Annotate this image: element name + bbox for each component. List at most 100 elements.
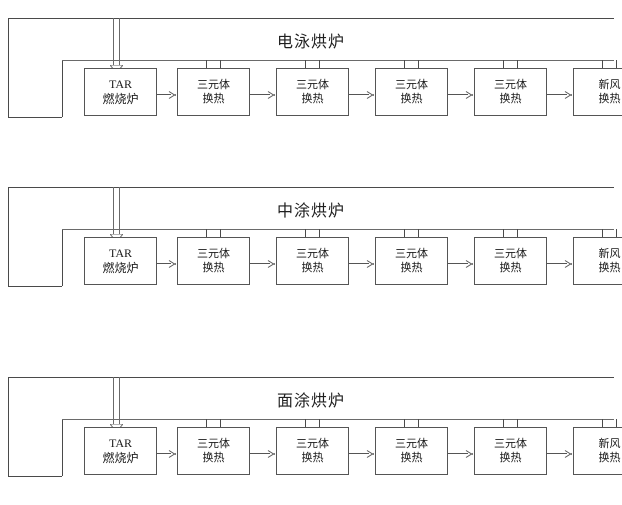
flow-arrow-icon — [367, 259, 374, 268]
unit-box-label-line: 三元体 — [494, 78, 527, 92]
unit-box-label-line: 三元体 — [296, 437, 329, 451]
unit-box-label-line: 三元体 — [395, 78, 428, 92]
oven-shell-top — [8, 377, 614, 378]
unit-box-label-line: 燃烧炉 — [102, 451, 139, 465]
unit-box-label-line: 换热 — [202, 451, 225, 464]
unit-box-ternary-exchanger-4[interactable]: 三元体换热 — [474, 68, 547, 116]
unit-box-label-line: 换热 — [499, 92, 522, 105]
unit-box-ternary-exchanger-3[interactable]: 三元体换热 — [375, 68, 448, 116]
unit-box-label-line: 换热 — [499, 451, 522, 464]
unit-box-label-line: 换热 — [400, 92, 423, 105]
flow-connector — [250, 263, 270, 264]
duct-stub — [205, 229, 207, 237]
flow-connector — [349, 263, 369, 264]
unit-box-label-line: TAR — [108, 436, 133, 450]
flow-arrow-icon — [466, 90, 473, 99]
flow-connector — [250, 94, 270, 95]
unit-box-label-line: 新风 — [598, 437, 621, 451]
duct-stub — [318, 229, 320, 237]
duct-stub — [304, 419, 306, 427]
duct-stub — [601, 60, 603, 68]
unit-box-ternary-exchanger-2[interactable]: 三元体换热 — [276, 68, 349, 116]
flow-connector — [448, 94, 468, 95]
oven-shell-left — [8, 377, 9, 476]
unit-box-label-line: 换热 — [598, 92, 621, 105]
unit-box-label-line: 换热 — [499, 261, 522, 274]
unit-box-ternary-exchanger-1[interactable]: 三元体换热 — [177, 237, 250, 285]
duct-stub — [601, 229, 603, 237]
oven-header-duct-line — [62, 419, 614, 420]
flow-arrow-icon — [466, 259, 473, 268]
duct-stub — [318, 60, 320, 68]
unit-box-label-line: 三元体 — [197, 247, 230, 261]
oven-shell-top — [8, 187, 614, 188]
unit-box-label-line: 换热 — [202, 261, 225, 274]
unit-box-label-line: 换热 — [301, 261, 324, 274]
unit-box-ternary-exchanger-4[interactable]: 三元体换热 — [474, 237, 547, 285]
unit-box-label-line: 换热 — [598, 261, 621, 274]
flow-connector — [547, 263, 567, 264]
duct-stub — [403, 229, 405, 237]
duct-stub — [219, 229, 221, 237]
flow-connector — [547, 94, 567, 95]
flow-connector — [349, 453, 369, 454]
unit-box-label-line: 三元体 — [197, 437, 230, 451]
unit-box-label-line: 三元体 — [494, 247, 527, 261]
unit-box-ternary-exchanger-3[interactable]: 三元体换热 — [375, 237, 448, 285]
oven-shell-step-vertical — [62, 60, 63, 117]
unit-box-label-line: 三元体 — [395, 437, 428, 451]
flow-arrow-icon — [169, 90, 176, 99]
oven-title: 面涂烘炉 — [276, 391, 345, 410]
duct-stub — [615, 229, 617, 237]
oven-shell-bottom — [8, 286, 62, 287]
duct-stub — [304, 229, 306, 237]
unit-box-label-line: 换热 — [301, 92, 324, 105]
flow-arrow-icon — [367, 90, 374, 99]
unit-box-ternary-exchanger-2[interactable]: 三元体换热 — [276, 237, 349, 285]
flow-arrow-icon — [565, 90, 572, 99]
flow-connector — [547, 453, 567, 454]
unit-box-ternary-exchanger-1[interactable]: 三元体换热 — [177, 68, 250, 116]
duct-stub — [219, 419, 221, 427]
unit-box-fresh-air-exchanger[interactable]: 新风换热 — [573, 68, 622, 116]
flow-connector — [157, 453, 171, 454]
unit-box-label-line: 新风 — [598, 78, 621, 92]
duct-stub — [502, 229, 504, 237]
flow-connector — [448, 263, 468, 264]
duct-stub — [516, 419, 518, 427]
oven-shell-step-vertical — [62, 229, 63, 286]
oven-shell-step-vertical — [62, 419, 63, 476]
flow-arrow-icon — [565, 259, 572, 268]
flow-arrow-icon — [169, 259, 176, 268]
flow-arrow-icon — [367, 449, 374, 458]
unit-box-label-line: 换热 — [202, 92, 225, 105]
unit-box-label-line: 换热 — [400, 451, 423, 464]
unit-box-ternary-exchanger-4[interactable]: 三元体换热 — [474, 427, 547, 475]
flow-arrow-icon — [268, 90, 275, 99]
unit-box-label-line: 三元体 — [296, 78, 329, 92]
duct-stub — [615, 419, 617, 427]
unit-box-ternary-exchanger-3[interactable]: 三元体换热 — [375, 427, 448, 475]
duct-stub — [516, 229, 518, 237]
unit-box-label-line: TAR — [108, 246, 133, 260]
unit-box-ternary-exchanger-2[interactable]: 三元体换热 — [276, 427, 349, 475]
unit-box-label-line: 三元体 — [197, 78, 230, 92]
unit-box-label-line: 三元体 — [395, 247, 428, 261]
duct-stub — [417, 419, 419, 427]
unit-box-ternary-exchanger-1[interactable]: 三元体换热 — [177, 427, 250, 475]
duct-stub — [403, 419, 405, 427]
unit-box-fresh-air-exchanger[interactable]: 新风换热 — [573, 237, 622, 285]
oven-shell-top — [8, 18, 614, 19]
flow-arrow-icon — [565, 449, 572, 458]
unit-box-fresh-air-exchanger[interactable]: 新风换热 — [573, 427, 622, 475]
duct-stub — [601, 419, 603, 427]
flow-arrow-icon — [268, 259, 275, 268]
supply-duct — [113, 18, 120, 66]
flow-connector — [157, 94, 171, 95]
unit-box-label-line: 燃烧炉 — [102, 92, 139, 106]
oven-header-duct-line — [62, 60, 614, 61]
